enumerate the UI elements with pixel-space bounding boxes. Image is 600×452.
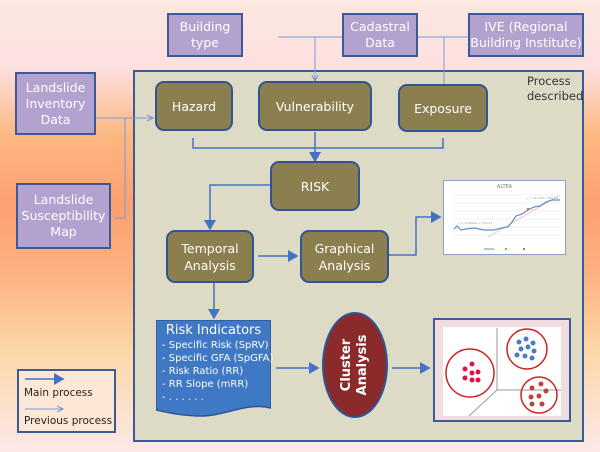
source-landslide-susceptibility: Landslide Susceptibility Map [16, 183, 111, 249]
risk-indicators-box: Risk Indicators - Specific Risk (SpRV) -… [156, 320, 274, 420]
legend: Main process Previous process [17, 369, 116, 433]
line-susceptibility-hazard [114, 118, 126, 219]
graphical-analysis-chart-thumbnail: ALTEA y = -0,5609x + 74,471 y = 14,278x -… [443, 180, 566, 255]
source-building-type: Building type [167, 13, 243, 57]
cluster-blue [506, 328, 548, 370]
thumbnail-chart-plot: y = -0,5609x + 74,471 y = 14,278x - 290,2… [452, 194, 562, 250]
risk-indicators-title: Risk Indicators [165, 323, 262, 338]
legend-previous-label: Previous process [24, 415, 113, 427]
process-hazard: Hazard [155, 81, 233, 131]
thumbnail-point-marker [526, 207, 530, 211]
document-shape [156, 320, 271, 417]
source-cadastral-data: Cadastral Data [342, 13, 418, 57]
cluster-magenta [445, 348, 495, 398]
process-graphical-analysis: Graphical Analysis [300, 230, 389, 283]
indicator-item: - . . . . . . [162, 392, 204, 403]
indicator-item: - Specific GFA (SpGFA) [162, 353, 274, 364]
thumbnail-trend-line [487, 194, 561, 238]
source-ive: IVE (Regional Building Institute) [468, 13, 584, 57]
cluster-scatter-illustration [433, 318, 571, 422]
source-landslide-inventory: Landslide Inventory Data [15, 72, 96, 135]
indicator-item: - Specific Risk (SpRV) [162, 340, 269, 351]
cluster-red [520, 376, 558, 414]
line-graphical-chart [389, 211, 442, 256]
thumbnail-series-line [453, 199, 560, 231]
line-hazard-risk [192, 138, 444, 149]
process-risk: RISK [270, 161, 360, 211]
process-described-label: Process described [527, 74, 584, 103]
svg-text:y = 14,278x - 290,23: y = 14,278x - 290,23 [526, 196, 558, 200]
svg-text:y = -0,5609x + 74,471: y = -0,5609x + 74,471 [458, 221, 493, 225]
process-exposure: Exposure [398, 84, 488, 132]
process-vulnerability: Vulnerability [258, 81, 372, 131]
indicator-item: - RR Slope (mRR) [162, 379, 249, 390]
indicator-item: - Risk Ratio (RR) [162, 366, 244, 377]
line-risk-temporal [204, 184, 270, 231]
process-temporal-analysis: Temporal Analysis [166, 230, 254, 283]
thumbnail-chart-title: ALTEA [496, 184, 513, 190]
cluster-analysis-ellipse: Cluster Analysis [322, 312, 388, 418]
legend-main-label: Main process [24, 387, 93, 399]
